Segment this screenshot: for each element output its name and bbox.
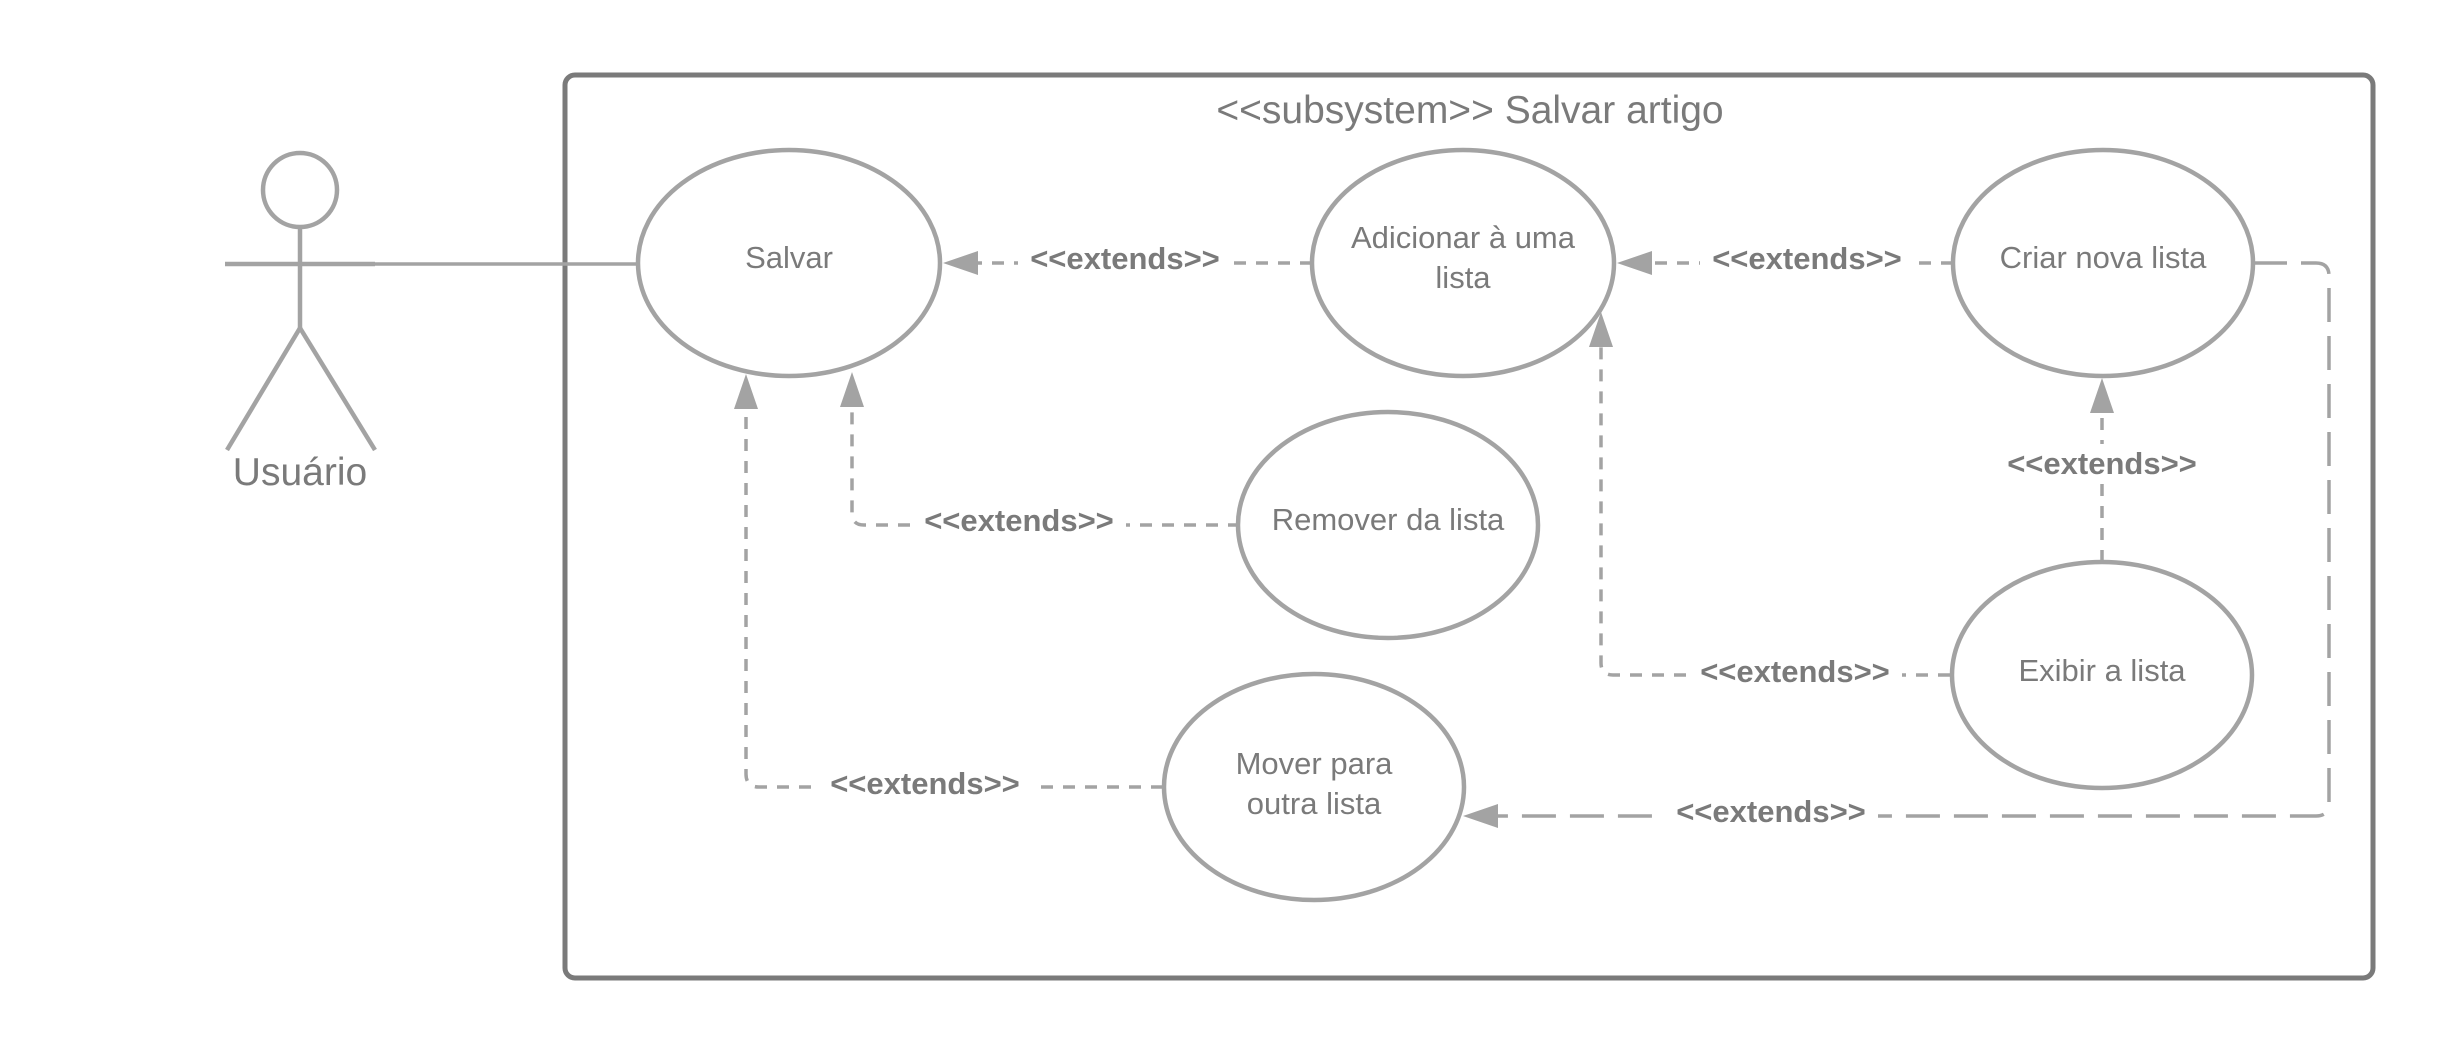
arrowhead-remover-salvar — [840, 372, 864, 407]
extends-label: <<extends>> — [1030, 241, 1220, 276]
arrowhead-mover-salvar — [734, 374, 758, 409]
use-case-ellipse — [635, 147, 943, 379]
arrowhead-criar-adicionar — [1617, 251, 1652, 275]
actor-head — [260, 150, 340, 230]
use-case-label-line1: Mover para — [1236, 746, 1394, 781]
use-case-ellipse — [1309, 147, 1617, 379]
use-case-ellipse — [1161, 671, 1467, 903]
use-case-ellipse — [1950, 147, 2256, 379]
actor-left-leg — [225, 326, 302, 452]
arrowhead-criar-mover — [1463, 804, 1498, 828]
actor-right-leg — [298, 326, 377, 452]
use-case-label: Criar nova lista — [2000, 240, 2207, 275]
use-case-label: Exibir a lista — [2018, 653, 2186, 688]
use-case-ellipse — [1949, 559, 2255, 791]
relation-remover-salvar — [850, 400, 1240, 527]
label-remover-salvar: <<extends>> — [912, 502, 1126, 542]
arrowhead-exibir-adicionar — [1589, 312, 1613, 347]
use-case-label-line2: outra lista — [1247, 786, 1382, 821]
label-exibir-adicionar: <<extends>> — [1688, 652, 1902, 692]
relation-exibir-adicionar — [1599, 340, 1950, 677]
extends-label: <<extends>> — [830, 766, 1020, 801]
use-case-remover[interactable]: Remover da lista — [1235, 409, 1541, 641]
actor-usuario[interactable]: Usuário — [225, 150, 377, 494]
relation-mover-salvar — [744, 405, 1163, 789]
use-case-adicionar[interactable]: Adicionar à uma lista — [1309, 147, 1617, 379]
actor-label: Usuário — [233, 451, 367, 494]
label-exibir-criar: <<extends>> — [1995, 444, 2209, 484]
extends-label: <<extends>> — [1700, 654, 1890, 689]
use-case-ellipse — [1235, 409, 1541, 641]
use-case-salvar[interactable]: Salvar — [635, 147, 943, 379]
relation-criar-mover — [1470, 261, 2331, 818]
label-adicionar-salvar: <<extends>> — [1018, 240, 1232, 280]
use-case-exibir[interactable]: Exibir a lista — [1949, 559, 2255, 791]
subsystem-title: <<subsystem>> Salvar artigo — [1216, 89, 1723, 132]
use-case-label-line1: Adicionar à uma — [1351, 220, 1576, 255]
extends-label: <<extends>> — [924, 503, 1114, 538]
extends-label: <<extends>> — [2007, 446, 2197, 481]
label-mover-salvar: <<extends>> — [818, 764, 1032, 804]
arrowhead-exibir-criar — [2090, 378, 2114, 413]
extends-label: <<extends>> — [1676, 794, 1866, 829]
label-criar-adicionar: <<extends>> — [1700, 240, 1914, 280]
use-case-label-line2: lista — [1435, 260, 1491, 295]
use-case-criar[interactable]: Criar nova lista — [1950, 147, 2256, 379]
use-case-mover[interactable]: Mover para outra lista — [1161, 671, 1467, 903]
use-case-label: Salvar — [745, 240, 833, 275]
label-criar-mover: <<extends>> — [1664, 793, 1878, 833]
extends-label: <<extends>> — [1712, 241, 1902, 276]
arrowhead-adicionar-salvar — [943, 251, 978, 275]
use-case-label: Remover da lista — [1272, 502, 1505, 537]
